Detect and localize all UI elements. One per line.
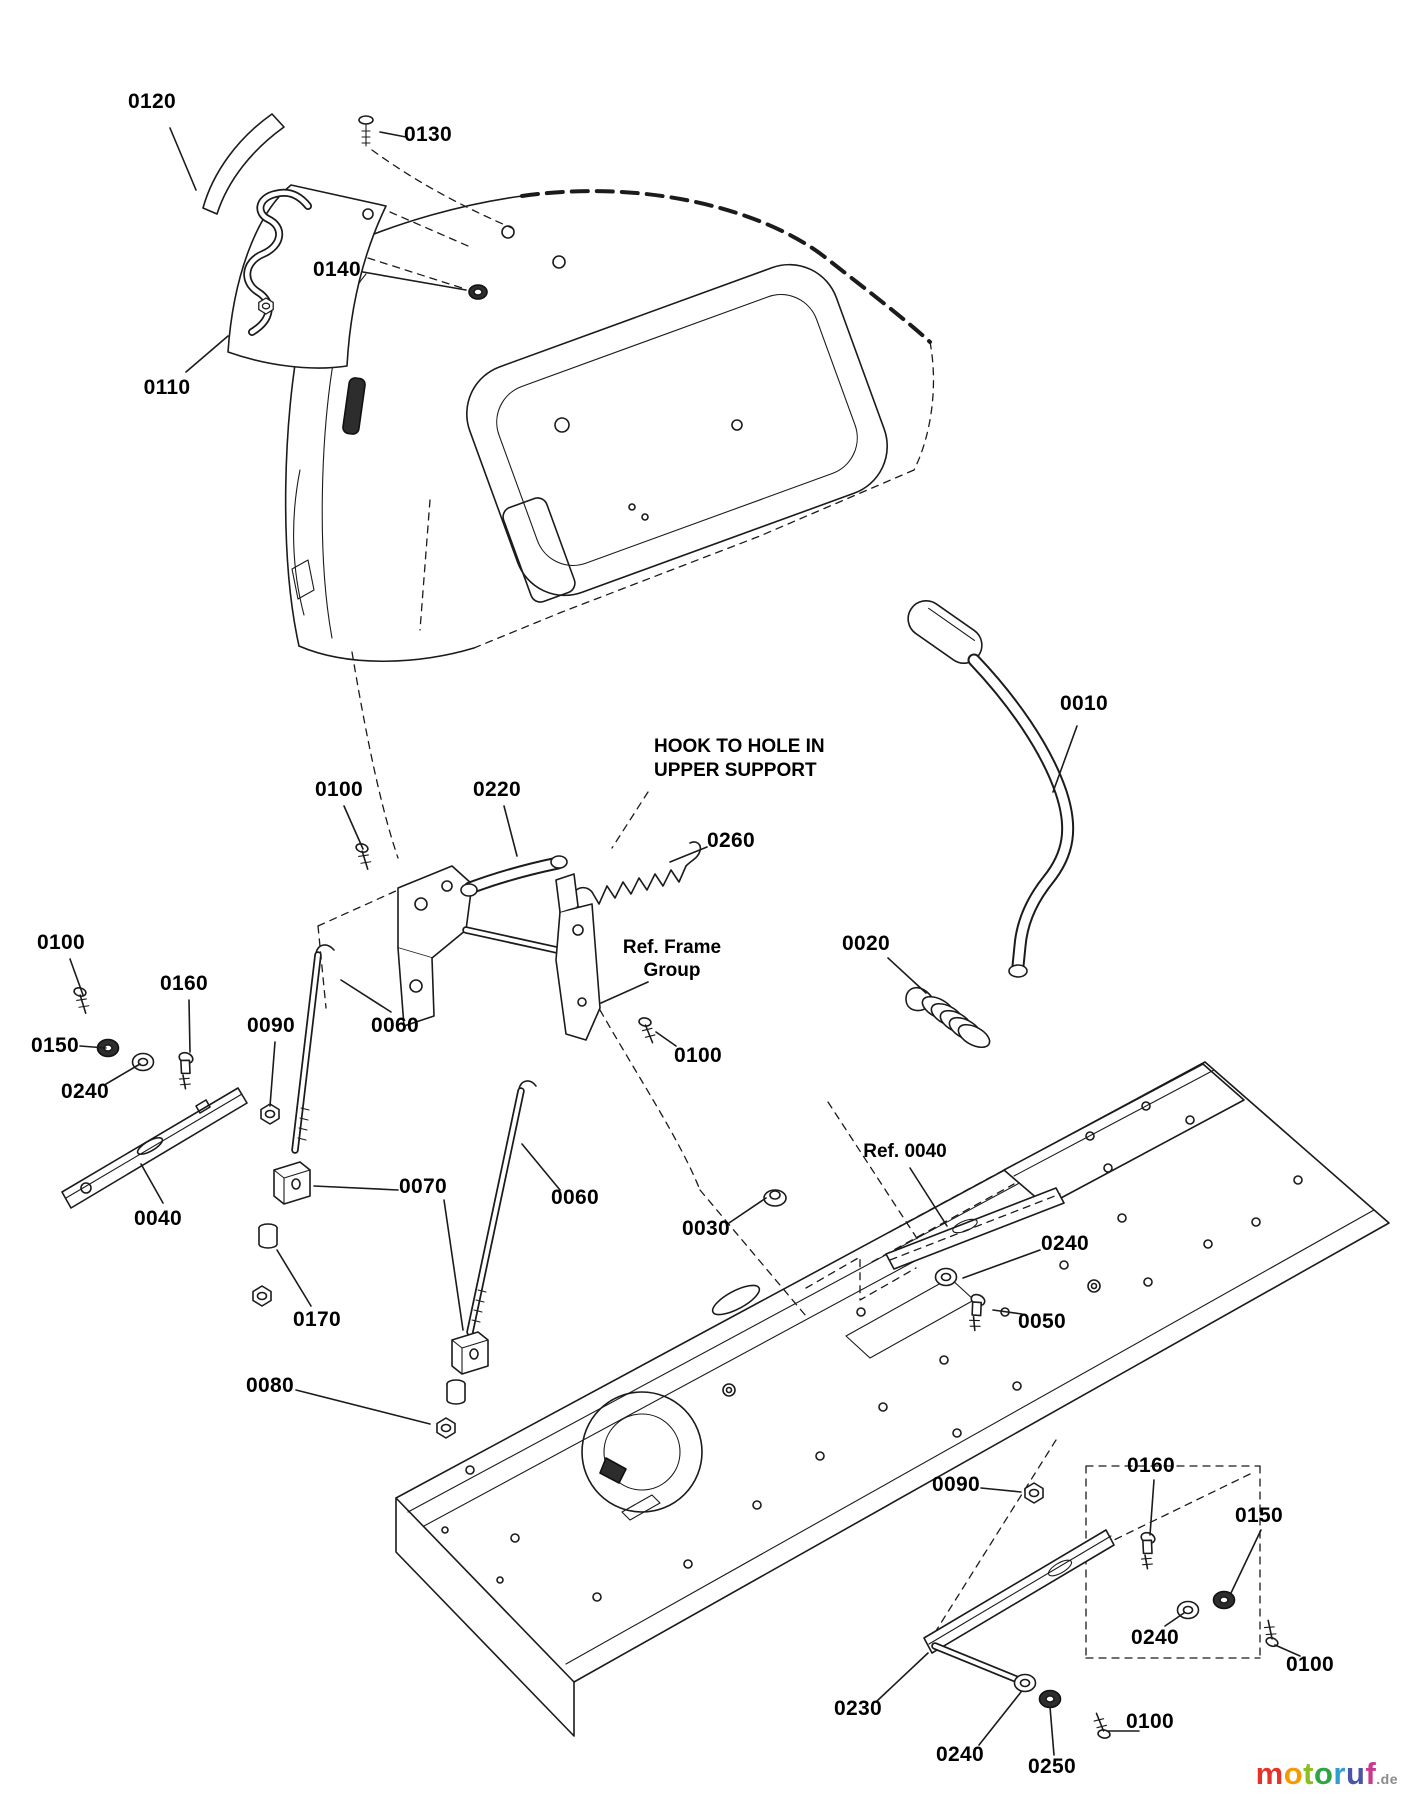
spacer-bushing-0170: [258, 1223, 278, 1249]
callout-torsion-spring: 0020: [842, 932, 890, 955]
torsion-spring: [905, 986, 991, 1049]
watermark-letter-2: o: [1283, 1756, 1304, 1791]
callout-nut-left: 0090: [247, 1014, 295, 1037]
washer-0150-right: [1212, 1590, 1236, 1610]
screw-0100-top: [350, 841, 376, 871]
lift-pivot-bracket: [317, 855, 701, 1191]
callout-nut-bottom-left: 0080: [246, 1374, 294, 1397]
callout-screw-center: 0100: [674, 1044, 722, 1067]
callout-ext-spring: 0260: [707, 829, 755, 852]
callout-push-nut: 0250: [1028, 1755, 1076, 1778]
spacer-bushing-rear: [446, 1379, 466, 1405]
callout-lift-handle: 0010: [1060, 692, 1108, 715]
callout-screw-top: 0100: [315, 778, 363, 801]
callout-washer-bottom-right: 0240: [1131, 1626, 1179, 1649]
washer-0240-rod-end: [1013, 1673, 1037, 1693]
callout-trim-strip: 0120: [128, 90, 176, 113]
trim-strip: [202, 113, 285, 215]
flange-nut-0030: [763, 1189, 787, 1207]
callout-washer-left: 0240: [61, 1080, 109, 1103]
watermark-letter-6: u: [1346, 1756, 1366, 1791]
hook-note-line2: UPPER SUPPORT: [654, 760, 817, 781]
hinge-bracket: [227, 184, 387, 369]
callout-screw-left: 0100: [37, 931, 85, 954]
callout-flange-nut: 0030: [682, 1217, 730, 1240]
leader-lines: [69, 127, 1301, 1756]
trunnion-block-front: [273, 1161, 311, 1205]
callout-lift-link: 0220: [473, 778, 521, 801]
screw-0100-rod-end: [1090, 1712, 1115, 1740]
callout-hinge-bracket: 0110: [143, 376, 191, 399]
screw-0100-bottom-right: [1258, 1619, 1285, 1649]
watermark-motoruf: motoruf.de: [1256, 1756, 1398, 1792]
lift-handle: [907, 600, 1075, 978]
bolt-0160-right: [1130, 1530, 1163, 1571]
watermark-letter-3: t: [1303, 1756, 1314, 1791]
watermark-letter-1: m: [1255, 1756, 1284, 1791]
grommet-part: [468, 284, 488, 300]
watermark-letter-5: r: [1333, 1756, 1346, 1791]
callout-nut-bottom-right: 0090: [932, 1473, 980, 1496]
extension-spring: [571, 791, 702, 908]
nut-0090-right: [1024, 1482, 1044, 1504]
frame-chassis: [395, 1061, 1390, 1737]
callout-washer-rod-end: 0240: [936, 1743, 984, 1766]
watermark-letter-7: f: [1365, 1756, 1377, 1791]
callout-trunnion: 0070: [399, 1175, 447, 1198]
callout-grommet: 0140: [313, 258, 361, 281]
ref-frame-note-line2: Group: [643, 960, 701, 981]
callout-hinge-screw: 0130: [404, 123, 452, 146]
watermark-letter-4: o: [1313, 1756, 1334, 1791]
bracket-nut: [258, 297, 274, 315]
callout-rod-front: 0060: [371, 1014, 419, 1037]
callout-bolt-right: 0160: [1127, 1454, 1175, 1477]
washer-0240-mid: [934, 1267, 958, 1287]
callout-washer-dark-right: 0150: [1235, 1504, 1283, 1527]
callout-bushing: 0170: [293, 1308, 341, 1331]
callout-washer-dark-left: 0150: [31, 1034, 79, 1057]
washer-0240-left: [131, 1052, 155, 1072]
callout-screw-bottom-right: 0100: [1286, 1653, 1334, 1676]
lift-rod-front: [291, 944, 335, 1154]
watermark-tld: .de: [1376, 1771, 1398, 1787]
screw-0100-center: [634, 1016, 659, 1044]
push-nut-0250: [1038, 1689, 1062, 1709]
callout-plate-right: 0230: [834, 1697, 882, 1720]
nut-0080: [436, 1417, 456, 1439]
callout-bolt-left: 0160: [160, 972, 208, 995]
hood-panel: [284, 149, 935, 859]
callout-screw-rod-end: 0100: [1126, 1710, 1174, 1733]
height-plate-left: [61, 1087, 248, 1209]
adjuster-bracket-ref: [885, 1187, 1065, 1270]
flange-nut-front: [252, 1285, 272, 1307]
nut-0090-left: [260, 1103, 280, 1125]
ref-frame-note-line1: Ref. Frame: [622, 937, 722, 958]
bottom-right-assembly: [923, 1439, 1261, 1683]
hinge-screw-part: [358, 115, 374, 147]
lift-rod-rear: [466, 1080, 537, 1336]
callout-bolt-mid: 0050: [1018, 1310, 1066, 1333]
trunnion-block-rear: [451, 1331, 489, 1375]
bolt-0160-left: [168, 1050, 201, 1091]
callout-plate-left: 0040: [134, 1207, 182, 1230]
ref-0040-note: Ref. 0040: [863, 1141, 947, 1162]
hook-note-line1: HOOK TO HOLE IN: [654, 736, 825, 757]
callout-rod-rear: 0060: [551, 1186, 599, 1209]
callout-washer-mid: 0240: [1041, 1232, 1089, 1255]
